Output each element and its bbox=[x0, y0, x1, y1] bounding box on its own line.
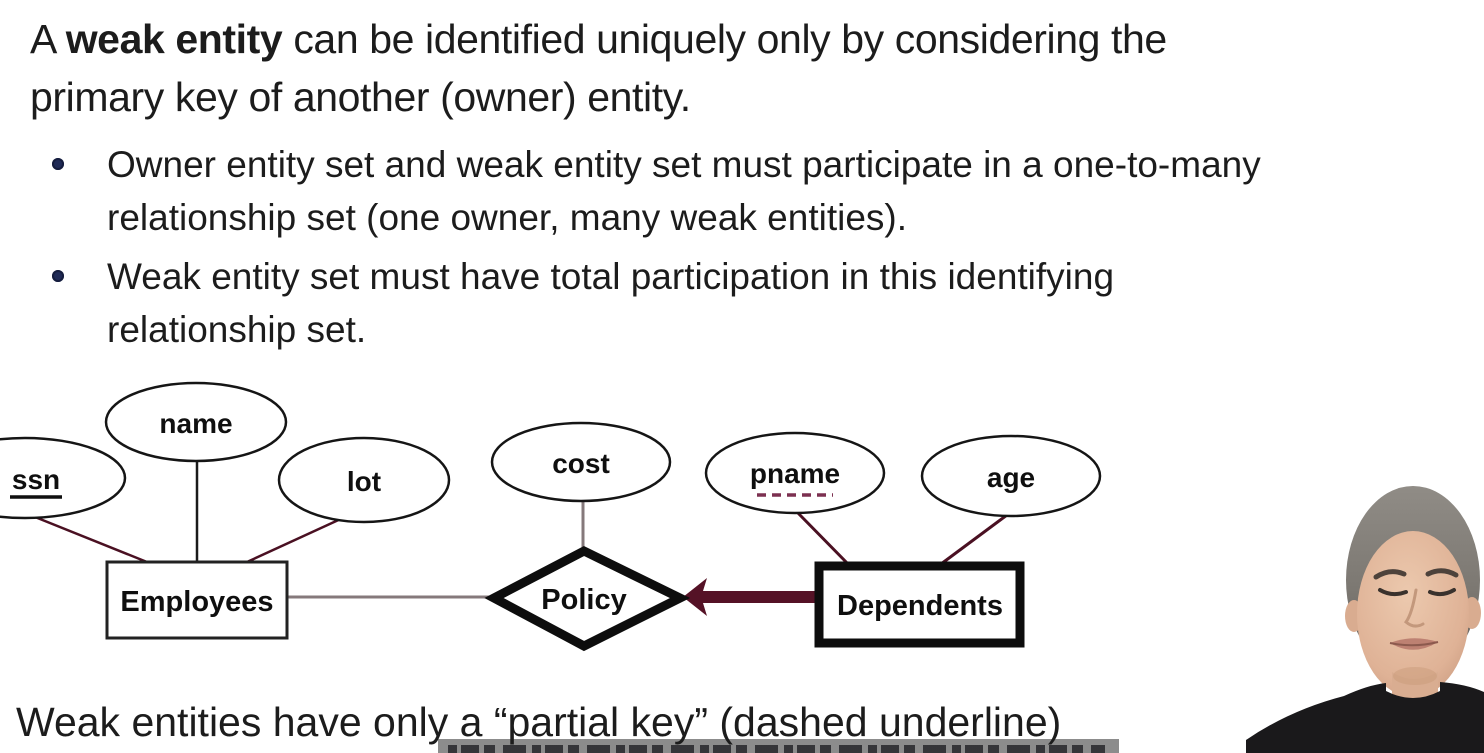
tshirt bbox=[1246, 682, 1484, 753]
arrow-dependents-to-policy-icon bbox=[683, 578, 816, 616]
eyebrow-left bbox=[1373, 569, 1407, 580]
instructor-portrait bbox=[1246, 486, 1484, 753]
entity-rect-dependents-bold bbox=[814, 561, 1025, 648]
attribute-ellipse-pname bbox=[704, 431, 886, 515]
instructor-webcam-overlay bbox=[1240, 478, 1484, 753]
eye-left bbox=[1378, 588, 1408, 597]
connector-lot-employees bbox=[246, 515, 346, 564]
connector-pname-dependents bbox=[795, 510, 853, 569]
bullet-dot-icon bbox=[52, 270, 64, 282]
attribute-label-lot: lot bbox=[347, 466, 381, 497]
nose bbox=[1403, 588, 1425, 628]
attribute-label-pname: pname bbox=[750, 458, 840, 489]
connector-age-dependents bbox=[940, 513, 1008, 566]
attribute-label-ssn: ssn bbox=[12, 464, 60, 495]
caption-text-clipped bbox=[448, 745, 1105, 753]
slide-title-line1: A weak entity can be identified uniquely… bbox=[30, 10, 1167, 68]
footer-note: Weak entities have only a “partial key” … bbox=[16, 699, 1062, 745]
bullet-item-1: Owner entity set and weak entity set mus… bbox=[52, 138, 1261, 244]
attribute-ellipse-name bbox=[104, 381, 288, 463]
relationship-label-policy: Policy bbox=[541, 584, 626, 616]
eyebrow-right bbox=[1425, 568, 1459, 578]
entity-label-dependents: Dependents bbox=[837, 590, 1003, 622]
title-text-post: can be identified uniquely only by consi… bbox=[282, 16, 1167, 62]
bullet-item-2: Weak entity set must have total particip… bbox=[52, 250, 1114, 356]
bullet-dot-icon bbox=[52, 158, 64, 170]
er-diagram: ssn name lot cost pname age Employees Po… bbox=[0, 381, 1102, 652]
mouth-line bbox=[1389, 641, 1439, 647]
bullet-1-text: Owner entity set and weak entity set mus… bbox=[107, 138, 1261, 244]
eye-right bbox=[1428, 588, 1456, 597]
slide-title: A weak entity can be identified uniquely… bbox=[30, 10, 1167, 126]
attribute-ellipse-lot bbox=[277, 436, 451, 524]
title-text-bold: weak entity bbox=[65, 16, 283, 62]
attribute-ellipse-age bbox=[920, 434, 1102, 518]
chin-shadow bbox=[1393, 667, 1437, 685]
bullet-1-line1: Owner entity set and weak entity set mus… bbox=[107, 144, 1261, 185]
bullet-2-line2: relationship set. bbox=[107, 309, 367, 350]
caption-bar bbox=[438, 739, 1119, 753]
attribute-label-age: age bbox=[987, 462, 1035, 493]
attribute-label-cost: cost bbox=[552, 448, 610, 479]
attribute-ellipse-cost bbox=[490, 421, 672, 503]
title-text-pre: A bbox=[30, 16, 66, 62]
entity-label-employees: Employees bbox=[120, 586, 273, 618]
bullet-1-line2: relationship set (one owner, many weak e… bbox=[107, 197, 908, 238]
relationship-diamond-policy-bold bbox=[484, 545, 691, 652]
connector-ssn-employees bbox=[34, 515, 148, 564]
bullet-2-line1: Weak entity set must have total particip… bbox=[107, 256, 1115, 297]
slide-title-line2: primary key of another (owner) entity. bbox=[30, 74, 691, 120]
attribute-label-name: name bbox=[159, 408, 232, 439]
entity-rect-employees bbox=[105, 560, 289, 640]
bullet-2-text: Weak entity set must have total particip… bbox=[107, 250, 1114, 356]
lips bbox=[1390, 638, 1438, 650]
